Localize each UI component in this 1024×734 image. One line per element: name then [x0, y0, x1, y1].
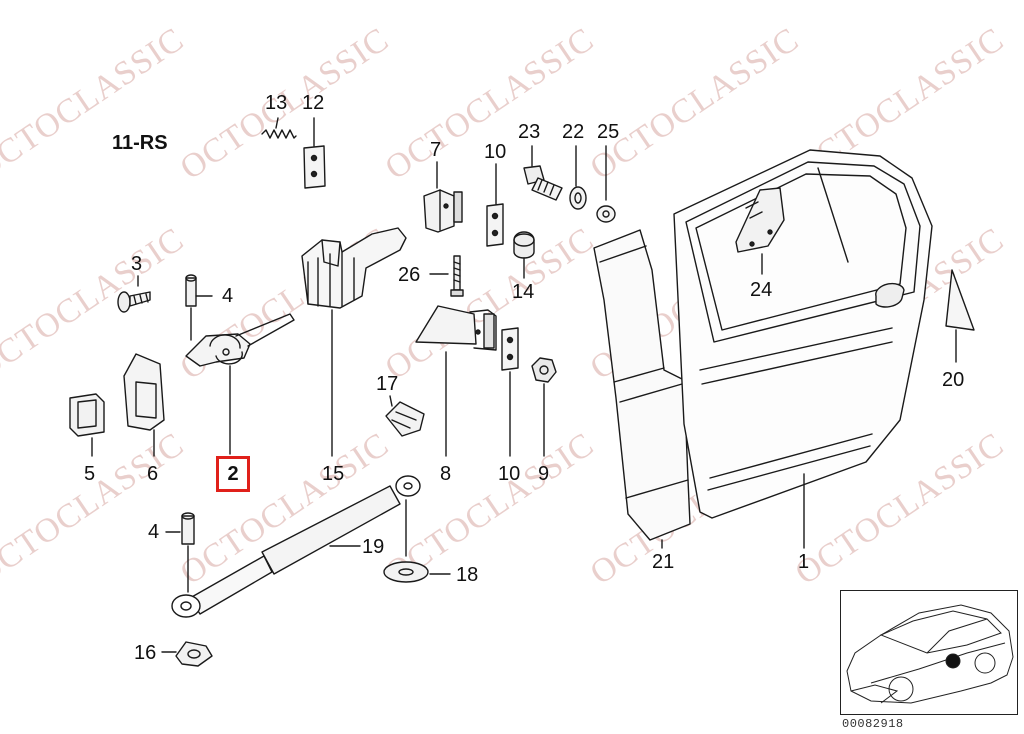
plate-part-12 [303, 117, 326, 189]
rear-door-part-1 [673, 149, 933, 549]
check-housing-part-15 [301, 227, 407, 457]
bush-part-14 [513, 231, 535, 279]
nut-part-9 [531, 357, 557, 457]
callout-6[interactable]: 6 [147, 463, 159, 485]
callout-14[interactable]: 14 [512, 281, 535, 303]
callout-5[interactable]: 5 [84, 463, 96, 485]
callout-1[interactable]: 1 [798, 551, 810, 573]
callout-22[interactable]: 22 [562, 121, 585, 143]
plate-part-10-top [486, 163, 504, 247]
screw-part-3 [117, 275, 151, 313]
door-seal-part-21 [593, 229, 691, 549]
car-outline-icon [846, 604, 1014, 704]
callout-17[interactable]: 17 [376, 373, 399, 395]
callout-19[interactable]: 19 [362, 536, 385, 558]
hinge-part-8 [415, 305, 497, 457]
hinge-part-7 [423, 161, 463, 233]
clip-part-16 [161, 641, 213, 667]
callout-21[interactable]: 21 [652, 551, 675, 573]
gas-strut-part-19 [171, 475, 421, 618]
trim-part-20 [945, 269, 975, 363]
hinge-bracket-part-24 [735, 187, 785, 275]
bracket-part-5 [69, 393, 105, 457]
callout-18[interactable]: 18 [456, 564, 479, 586]
spring-part-13 [261, 117, 297, 139]
callout-15[interactable]: 15 [322, 463, 345, 485]
callout-23[interactable]: 23 [518, 121, 541, 143]
washer-part-18 [383, 499, 451, 583]
callout-20[interactable]: 20 [942, 369, 965, 391]
callout-8[interactable]: 8 [440, 463, 452, 485]
callout-7[interactable]: 7 [430, 139, 442, 161]
vehicle-locator-inset [840, 590, 1018, 715]
bracket-part-6 [123, 353, 165, 457]
clip-part-17 [385, 395, 425, 437]
washer-part-25 [596, 145, 616, 223]
diagram-code: 00082918 [842, 717, 904, 731]
callout-13[interactable]: 13 [265, 92, 288, 114]
callout-12[interactable]: 12 [302, 92, 325, 114]
callout-10-lower[interactable]: 10 [498, 463, 521, 485]
plate-part-10-lower [501, 327, 519, 457]
callout-4-top[interactable]: 4 [222, 285, 234, 307]
pin-part-4-lower [165, 512, 195, 593]
bolt-part-23 [523, 145, 563, 201]
bolt-part-26 [429, 255, 464, 297]
callout-4-lower[interactable]: 4 [148, 521, 160, 543]
callout-25[interactable]: 25 [597, 121, 620, 143]
callout-16[interactable]: 16 [134, 642, 157, 664]
callout-26[interactable]: 26 [398, 264, 421, 286]
washer-part-22 [569, 145, 587, 210]
model-label: 11-RS [112, 132, 168, 154]
pin-part-4-top [185, 274, 213, 341]
callout-2-highlighted[interactable]: 2 [216, 456, 250, 492]
callout-3[interactable]: 3 [131, 253, 143, 275]
callout-24[interactable]: 24 [750, 279, 773, 301]
callout-9[interactable]: 9 [538, 463, 550, 485]
callout-10-top[interactable]: 10 [484, 141, 507, 163]
check-strap-part-2 [185, 313, 295, 455]
